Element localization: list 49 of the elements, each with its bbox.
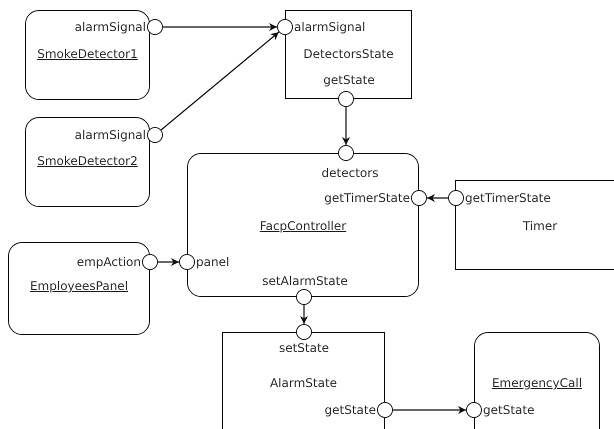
component-name: Timer (522, 219, 558, 233)
component-name: SmokeDetector2 (36, 154, 139, 168)
port-label: getState (324, 403, 376, 417)
port-circle (377, 402, 393, 418)
port-circle (296, 324, 312, 340)
arrow (342, 107, 350, 145)
port-label: setState (278, 341, 330, 355)
arrow (158, 258, 179, 266)
port-circle (179, 254, 195, 270)
component-name: SmokeDetector1 (36, 47, 139, 61)
part-box (25, 10, 150, 100)
part-box (8, 242, 150, 335)
port-circle (147, 19, 163, 35)
port-circle (277, 19, 293, 35)
port-label: setAlarmState (262, 274, 348, 288)
part-box (25, 117, 150, 207)
component-name: FacpController (258, 219, 348, 233)
block-box (285, 10, 412, 99)
arrow (427, 194, 448, 202)
port-circle (466, 402, 482, 418)
arrow (300, 305, 308, 324)
port-circle (338, 145, 354, 161)
component-name: DetectorsState (302, 47, 395, 61)
port-circle (296, 289, 312, 305)
port-circle (147, 127, 163, 143)
port-label: getState (483, 403, 534, 417)
component-name: EmergencyCall (490, 376, 584, 390)
port-label: alarmSignal (294, 20, 366, 34)
block-box (455, 180, 614, 270)
port-label: getTimerState (465, 191, 551, 205)
arrow (160, 32, 280, 130)
port-circle (338, 91, 354, 107)
port-label: alarmSignal (74, 20, 146, 34)
port-label: panel (196, 255, 230, 269)
port-label: empAction (76, 255, 141, 269)
part-box (187, 153, 419, 297)
port-label: getState (323, 73, 375, 87)
component-name: AlarmState (268, 376, 338, 390)
port-label: alarmSignal (74, 128, 146, 142)
port-circle (448, 190, 464, 206)
arrow (393, 406, 466, 414)
component-name: EmployeesPanel (28, 279, 130, 293)
port-label: detectors (322, 166, 378, 180)
port-circle (142, 254, 158, 270)
port-label: getTimerState (324, 191, 410, 205)
port-circle (411, 190, 427, 206)
block-box (222, 332, 385, 429)
arrow (163, 23, 277, 31)
part-box (474, 332, 600, 429)
